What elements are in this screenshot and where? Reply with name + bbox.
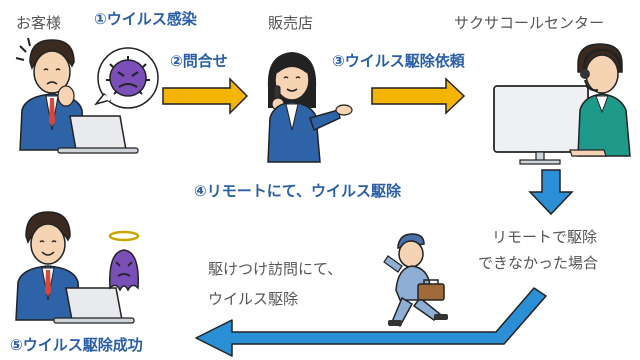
shop-staff-illustration: [267, 52, 353, 163]
worried-customer-illustration: [15, 37, 139, 154]
happy-customer-illustration: [15, 211, 135, 324]
label-removal-success: ⑤ウイルス駆除成功: [10, 336, 143, 354]
label-remote-fail-line1: リモートで駆除: [492, 228, 598, 246]
label-inquiry: ②問合せ: [170, 52, 228, 70]
label-call-center: サクサコールセンター: [454, 14, 605, 32]
label-remote-fail-line2: できなかった場合: [478, 254, 599, 272]
label-onsite-line2: ウイルス駆除: [208, 290, 299, 308]
defeated-virus-icon: [108, 230, 140, 292]
arrow-inquiry: [162, 77, 249, 115]
arrow-down-remote-fail: [528, 169, 574, 216]
label-remote-removal: ④リモートにて、ウイルス駆除: [194, 182, 401, 200]
arrow-removal-request: [371, 77, 466, 115]
label-virus-removal-request: ③ウイルス駆除依頼: [332, 52, 465, 70]
label-shop: 販売店: [268, 14, 314, 32]
label-virus-infection: ①ウイルス感染: [94, 10, 197, 28]
arrow-onsite-visit: [195, 287, 547, 357]
label-customer: お客様: [16, 14, 62, 32]
virus-icon: [106, 56, 150, 97]
call-center-operator-illustration: [493, 43, 631, 165]
label-onsite-line1: 駆けつけ訪問にて、: [208, 260, 343, 278]
repair-technician-illustration: [383, 233, 448, 327]
